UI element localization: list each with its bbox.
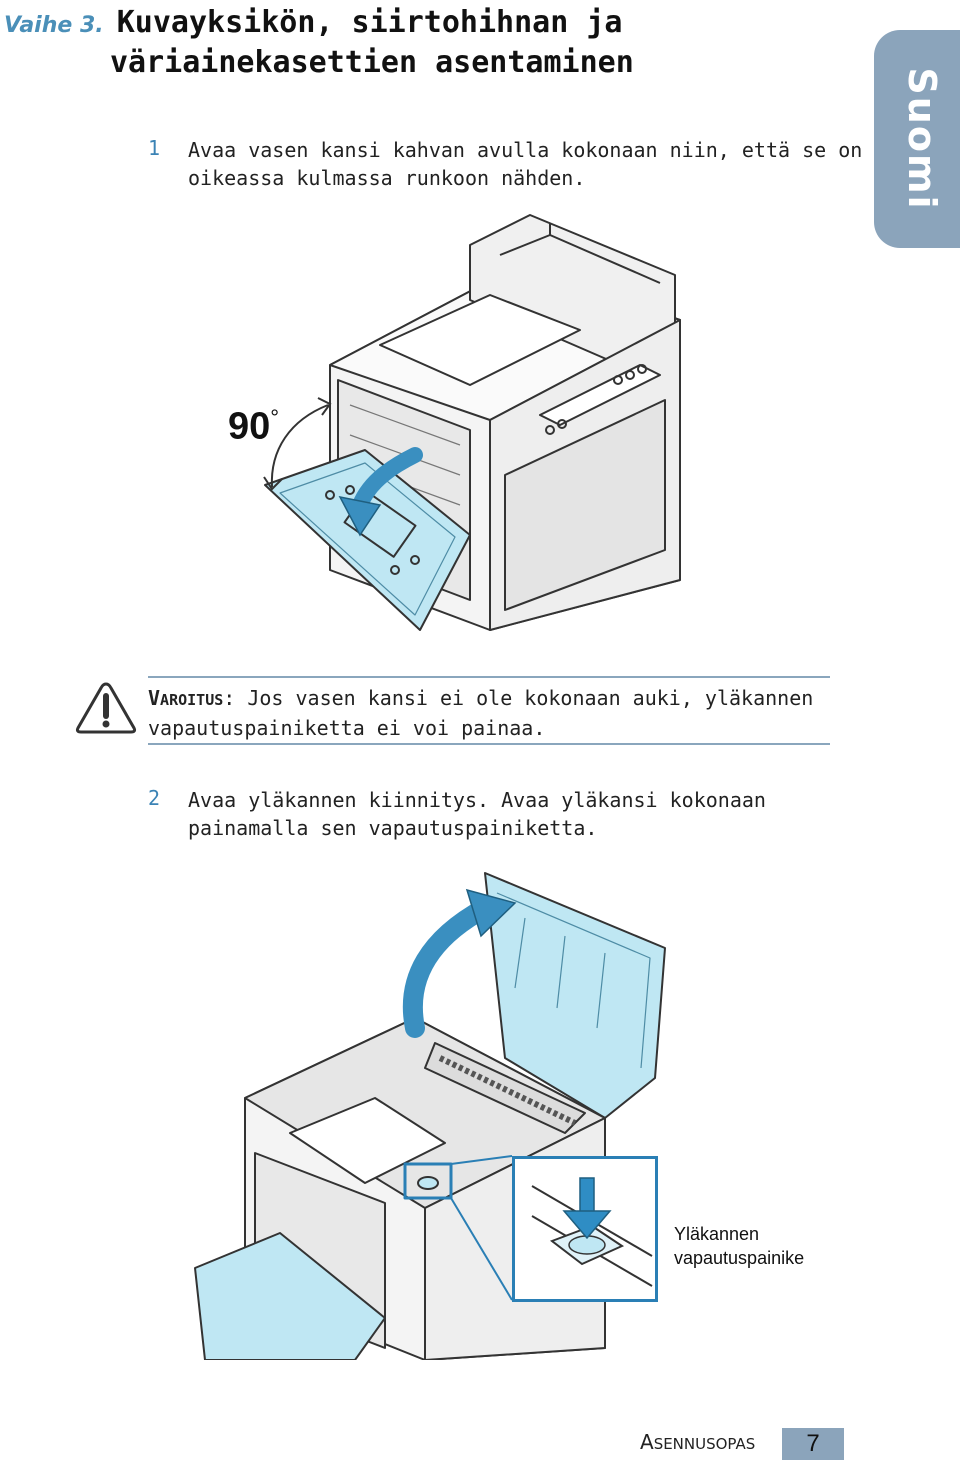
warning-colon: : xyxy=(223,686,236,710)
step-label: Vaihe 3. xyxy=(4,13,104,38)
warning-line-1: Jos vasen kansi ei ole kokonaan auki, yl… xyxy=(235,686,814,710)
degree-mark: ° xyxy=(270,405,280,430)
language-tab-label: Suomi xyxy=(900,67,944,211)
warning-bottom-rule xyxy=(148,743,830,745)
step-1-number: 1 xyxy=(148,136,161,160)
page-number: 7 xyxy=(782,1428,844,1460)
step-2-line-1: Avaa yläkannen kiinnitys. Avaa yläkansi … xyxy=(188,788,766,812)
warning-text: VAROITUS: Jos vasen kansi ei ole kokonaa… xyxy=(148,684,813,742)
printer-left-cover-illustration xyxy=(263,214,681,631)
release-button-callout xyxy=(512,1156,658,1302)
title-line-1: Kuvayksikön, siirtohihnan ja xyxy=(116,5,623,40)
footer-label: ASENNUSOPAS xyxy=(640,1430,756,1454)
title-line-2: väriainekasettien asentaminen xyxy=(110,45,634,80)
step-1-line-1: Avaa vasen kansi kahvan avulla kokonaan … xyxy=(188,138,863,162)
step-1-text: Avaa vasen kansi kahvan avulla kokonaan … xyxy=(188,136,862,192)
callout-label-line-2: vapautuspainike xyxy=(674,1248,805,1268)
language-tab: Suomi xyxy=(874,30,960,248)
callout-label-line-1: Yläkannen xyxy=(674,1224,760,1244)
warning-top-rule xyxy=(148,676,830,678)
warning-triangle-icon xyxy=(75,682,137,734)
step-2-text: Avaa yläkannen kiinnitys. Avaa yläkansi … xyxy=(188,786,766,842)
warning-heading: VAROITUS xyxy=(148,686,224,710)
step-2-line-2: painamalla sen vapautuspainiketta. xyxy=(188,816,598,840)
step-1-line-2: oikeassa kulmassa runkoon nähden. xyxy=(188,166,586,190)
angle-value: 90 xyxy=(228,405,271,448)
step-2-number: 2 xyxy=(148,786,161,810)
callout-label: Yläkannen vapautuspainike xyxy=(674,1222,804,1270)
warning-line-2: vapautuspainiketta ei voi painaa. xyxy=(148,716,546,740)
angle-label: 90° xyxy=(228,405,279,449)
